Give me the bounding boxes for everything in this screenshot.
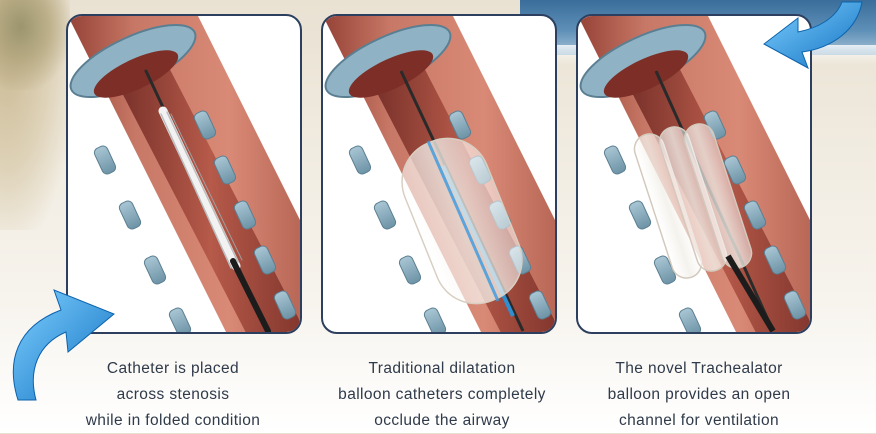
caption-line: while in folded condition	[85, 412, 261, 429]
caption-line: Catheter is placed	[106, 360, 240, 377]
caption-trachealator: The novel Trachealator balloon provides …	[574, 356, 824, 434]
caption-line: balloon provides an open	[607, 386, 791, 403]
caption-line: Traditional dilatation	[368, 360, 516, 377]
panel-folded-catheter	[66, 14, 302, 334]
caption-line: channel for ventilation	[619, 412, 779, 429]
traditional-balloon-illustration	[399, 70, 525, 332]
caption-line: The novel Trachealator	[615, 360, 783, 377]
curved-arrow-icon	[763, 1, 863, 70]
caption-line: balloon catheters completely	[338, 386, 546, 403]
shrub-background	[0, 0, 70, 90]
folded-catheter-illustration	[144, 69, 271, 332]
trachealator-balloon-illustration	[633, 70, 776, 332]
caption-line: across stenosis	[116, 386, 230, 403]
panel-traditional-balloon	[321, 14, 557, 334]
caption-line: occlude the airway	[374, 412, 510, 429]
panel-trachealator-balloon	[576, 14, 812, 334]
caption-traditional: Traditional dilatation balloon catheters…	[317, 356, 567, 434]
caption-folded: Catheter is placed across stenosis while…	[48, 356, 298, 434]
curved-arrow-icon	[12, 289, 115, 401]
